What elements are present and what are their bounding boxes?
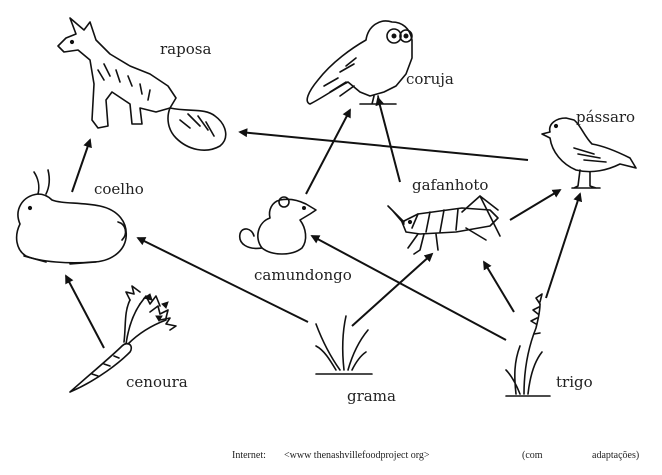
label-coelho: coelho: [94, 180, 144, 198]
owl-icon: [307, 21, 412, 104]
food-web-arrows: [66, 98, 580, 348]
arrow-coelho-raposa: [72, 140, 90, 192]
label-gafanhoto: gafanhoto: [412, 176, 488, 194]
label-camundongo: camundongo: [254, 266, 352, 284]
arrow-passaro-raposa: [240, 132, 528, 160]
source-prefix: Internet:: [232, 450, 284, 461]
source-paren-open: (com: [522, 450, 592, 461]
fox-icon: [58, 18, 226, 150]
arrow-trigo-gafanhoto: [484, 262, 514, 312]
bird-icon: [542, 118, 636, 188]
mouse-icon: [240, 197, 316, 254]
label-raposa: raposa: [160, 40, 211, 58]
arrow-trigo-passaro: [546, 194, 580, 298]
label-coruja: coruja: [406, 70, 454, 88]
source-citation: Internet:<www thenashvillefoodproject or…: [232, 450, 657, 461]
label-grama: grama: [347, 387, 396, 405]
arrow-gafanhoto-coruja: [378, 98, 400, 182]
arrow-cenoura-coelho: [66, 276, 104, 348]
source-url: <www thenashvillefoodproject org>: [284, 450, 522, 461]
label-cenoura: cenoura: [126, 373, 188, 391]
source-paren-close: adaptações): [592, 450, 639, 461]
grass-icon: [316, 316, 372, 374]
grasshopper-icon: [388, 196, 500, 254]
arrow-camundongo-coruja: [306, 110, 350, 194]
label-passaro: pássaro: [576, 108, 635, 126]
arrow-gafanhoto-passaro: [510, 190, 560, 220]
arrow-trigo-camundongo: [312, 236, 506, 340]
label-trigo: trigo: [556, 373, 593, 391]
